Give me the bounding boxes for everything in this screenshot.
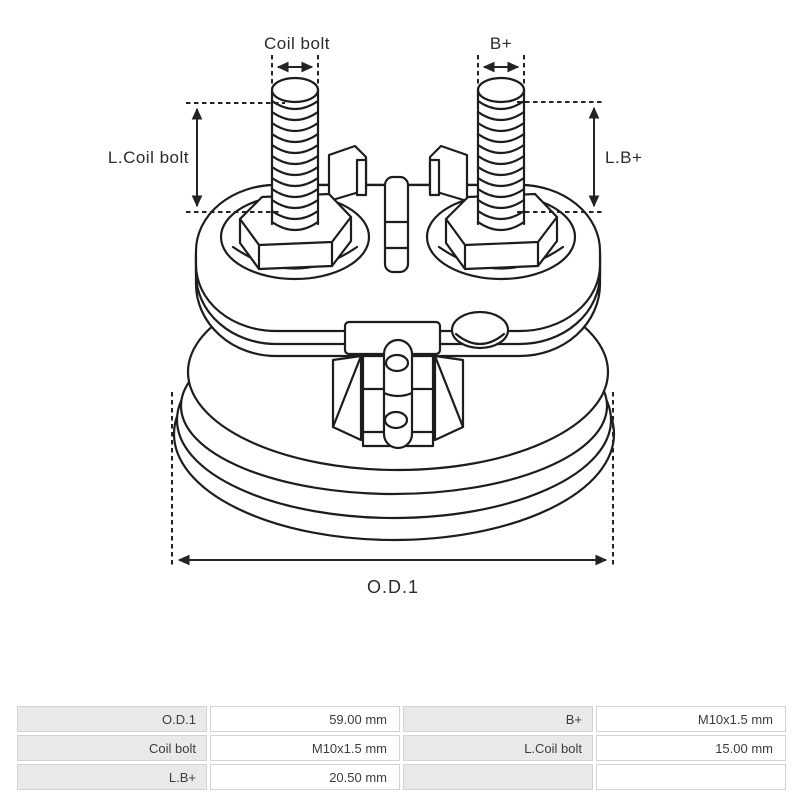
dim-l-b-plus: L.B+ [517, 101, 642, 213]
spec-value-lcoil-bolt: 15.00 mm [596, 735, 786, 761]
center-terminal-post [383, 175, 410, 274]
spec-value-lbplus: 20.50 mm [210, 764, 400, 790]
spec-value-od1: 59.00 mm [210, 706, 400, 732]
spec-label-lbplus: L.B+ [17, 764, 207, 790]
spec-label-bplus: B+ [403, 706, 593, 732]
spec-label-od1: O.D.1 [17, 706, 207, 732]
dimension-drawing: Coil bolt B+ L.Coil bolt L.B+ [108, 34, 642, 597]
dim-l-coil-bolt: L.Coil bolt [108, 102, 285, 213]
mounting-bracket [331, 320, 465, 450]
spec-label-empty [403, 764, 593, 790]
l-coil-bolt-label: L.Coil bolt [108, 148, 189, 167]
od-1-label: O.D.1 [367, 577, 419, 597]
l-b-plus-label: L.B+ [605, 148, 642, 167]
dim-b-plus: B+ [477, 34, 525, 86]
spec-value-bplus: M10x1.5 mm [596, 706, 786, 732]
spec-label-coil-bolt: Coil bolt [17, 735, 207, 761]
spec-table: O.D.1 59.00 mm B+ M10x1.5 mm Coil bolt M… [17, 706, 786, 790]
spec-value-coil-bolt: M10x1.5 mm [210, 735, 400, 761]
bolt-assembly-left [219, 76, 371, 281]
solenoid-cap-svg: Coil bolt B+ L.Coil bolt L.B+ [108, 34, 642, 597]
spec-value-empty [596, 764, 786, 790]
b-plus-label: B+ [490, 34, 512, 53]
left-tab [327, 144, 368, 203]
dim-coil-bolt: Coil bolt [264, 34, 330, 86]
right-tab [428, 144, 469, 203]
dim-od-1: O.D.1 [171, 392, 614, 597]
oval-hole [450, 310, 510, 350]
spec-label-lcoil-bolt: L.Coil bolt [403, 735, 593, 761]
coil-bolt-label: Coil bolt [264, 34, 330, 53]
